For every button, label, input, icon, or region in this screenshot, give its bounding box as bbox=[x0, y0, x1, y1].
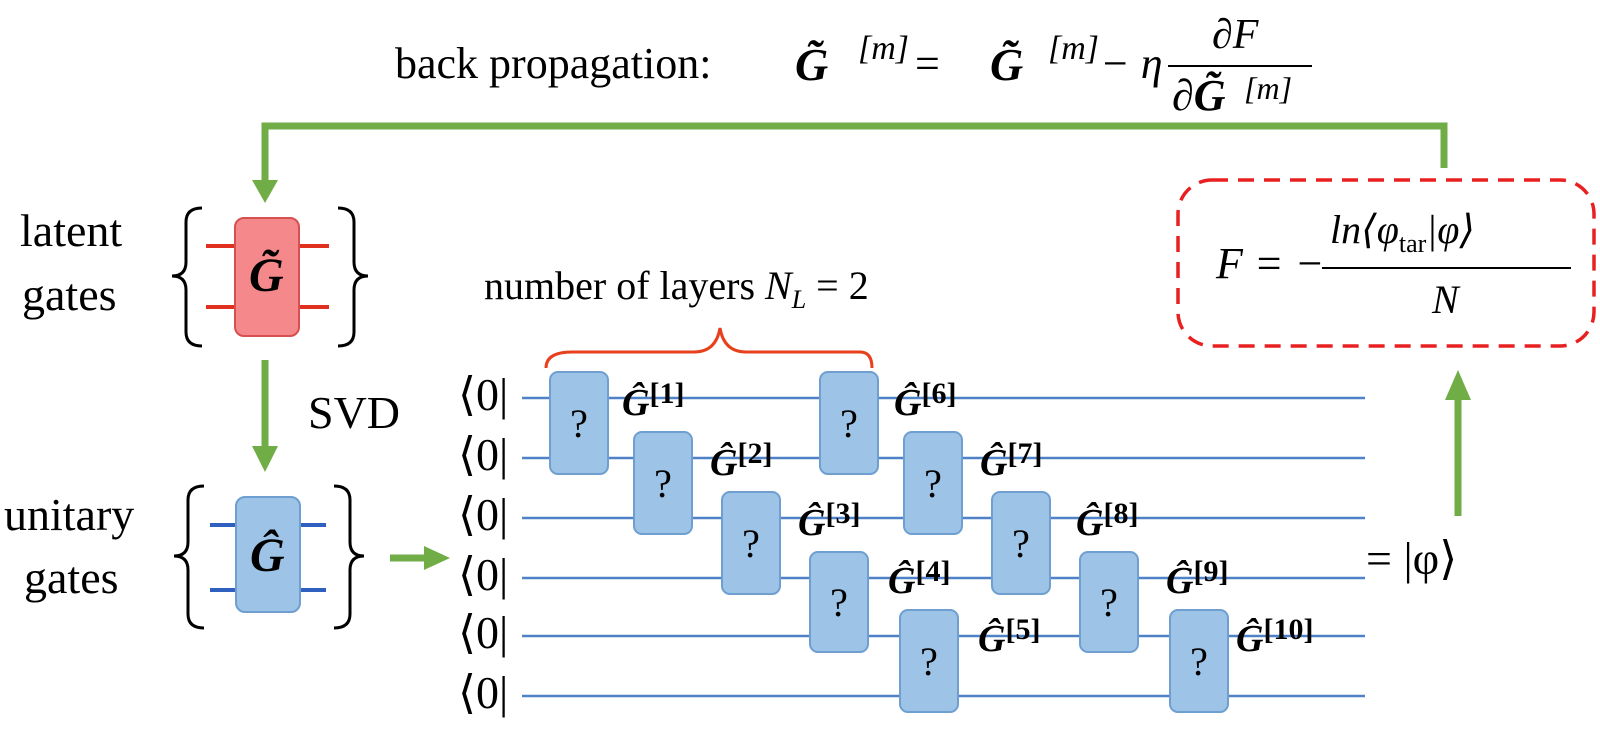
output-state: = |φ⟩ bbox=[1366, 533, 1458, 584]
loss-bra-sub: tar bbox=[1398, 229, 1427, 258]
loss-ket: |φ⟩ bbox=[1426, 207, 1476, 252]
gate-label: Ĝ[4] bbox=[888, 555, 951, 602]
backprop-frac-den-sup: [m] bbox=[1244, 70, 1293, 106]
backprop-label: back propagation: bbox=[395, 39, 712, 88]
qubit-initial-state: ⟨0| bbox=[458, 667, 509, 718]
loss-box bbox=[1176, 178, 1596, 348]
circuit-gate bbox=[903, 431, 963, 535]
gate-mark: ? bbox=[1100, 580, 1118, 625]
qubit-initial-state: ⟨0| bbox=[458, 369, 509, 420]
backprop-lhs-sup: [m] bbox=[858, 30, 910, 67]
layers-label-sub: L bbox=[791, 285, 807, 314]
backprop-frac-den: ∂G̃ bbox=[1172, 71, 1226, 120]
gate-mark: ? bbox=[830, 580, 848, 625]
to-circuit-arrow bbox=[390, 546, 450, 570]
unitary-right-brace bbox=[333, 484, 365, 630]
layers-label: number of layers NL = 2 bbox=[484, 266, 869, 313]
latent-right-brace bbox=[337, 206, 369, 348]
feedback-arrow bbox=[252, 122, 1448, 203]
backprop-rhs-sup: [m] bbox=[1048, 30, 1100, 67]
gate-label: Ĝ[8] bbox=[1076, 497, 1139, 544]
circuit-gate bbox=[819, 371, 879, 475]
circuit-gate bbox=[1079, 551, 1139, 653]
unitary-label-line2: gates bbox=[24, 552, 119, 603]
latent-label-line2: gates bbox=[22, 269, 117, 320]
latent-gate bbox=[206, 217, 329, 337]
unitary-label-line1: unitary bbox=[4, 489, 135, 540]
circuit-gate bbox=[549, 371, 609, 475]
gate-label: Ĝ[6] bbox=[894, 377, 957, 424]
qubit-initial-state: ⟨0| bbox=[458, 607, 509, 658]
layers-label-suffix: = 2 bbox=[806, 263, 869, 308]
loss-lhs: F = − bbox=[1216, 239, 1325, 288]
circuit-gate bbox=[633, 431, 693, 535]
layers-label-symbol: N bbox=[765, 263, 792, 308]
backprop-eq: = bbox=[915, 39, 940, 88]
backprop-lhs: G̃ bbox=[795, 39, 829, 90]
qubit-initial-state: ⟨0| bbox=[458, 429, 509, 480]
gate-label: Ĝ[7] bbox=[980, 437, 1043, 484]
to-loss-arrow bbox=[1445, 370, 1471, 516]
circuit-gate bbox=[809, 551, 869, 653]
circuit-gate bbox=[1169, 609, 1229, 713]
gate-label: Ĝ[9] bbox=[1166, 555, 1229, 602]
qubit-initial-state: ⟨0| bbox=[458, 489, 509, 540]
gate-mark: ? bbox=[742, 521, 760, 566]
gate-label: Ĝ[5] bbox=[978, 613, 1041, 660]
gate-mark: ? bbox=[840, 401, 858, 446]
gate-mark: ? bbox=[920, 639, 938, 684]
loss-numerator: ln⟨φtar|φ⟩ bbox=[1330, 210, 1475, 257]
gate-mark: ? bbox=[1012, 521, 1030, 566]
gate-mark: ? bbox=[570, 401, 588, 446]
loss-bra: ⟨φ bbox=[1361, 207, 1399, 252]
gate-label: Ĝ[2] bbox=[710, 437, 773, 484]
latent-gate-symbol: G̃ bbox=[249, 249, 284, 302]
svd-arrow bbox=[252, 360, 278, 472]
circuit-gate bbox=[721, 491, 781, 595]
latent-label-line1: latent bbox=[20, 205, 123, 256]
unitary-left-brace bbox=[173, 484, 205, 630]
qubit-initial-state: ⟨0| bbox=[458, 549, 509, 600]
gate-label: Ĝ[3] bbox=[798, 497, 861, 544]
layers-brace bbox=[544, 327, 874, 369]
circuit: ?????????? bbox=[522, 371, 1365, 713]
unitary-gate-symbol: Ĝ bbox=[250, 529, 285, 582]
svd-label: SVD bbox=[308, 387, 401, 438]
backprop-frac-num: ∂F bbox=[1212, 12, 1259, 58]
circuit-gate bbox=[991, 491, 1051, 595]
gate-mark: ? bbox=[924, 461, 942, 506]
circuit-gate bbox=[899, 609, 959, 713]
backprop-minus-eta: − η bbox=[1100, 39, 1163, 88]
layers-label-prefix: number of layers bbox=[484, 263, 766, 308]
loss-denominator: N bbox=[1432, 277, 1459, 322]
latent-left-brace bbox=[171, 206, 203, 348]
gate-mark: ? bbox=[654, 461, 672, 506]
gate-label: Ĝ[10] bbox=[1236, 613, 1314, 660]
gate-mark: ? bbox=[1190, 639, 1208, 684]
gate-label: Ĝ[1] bbox=[622, 377, 685, 424]
unitary-gate bbox=[210, 496, 326, 613]
backprop-rhs: G̃ bbox=[990, 39, 1024, 90]
loss-ln: ln bbox=[1330, 207, 1362, 252]
